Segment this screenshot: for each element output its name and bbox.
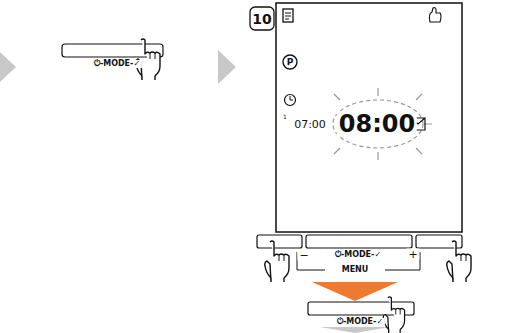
button-label: ⏻-MODE-✓ — [92, 60, 142, 68]
orange-arrow — [312, 282, 398, 301]
button-sign: + — [406, 249, 419, 260]
display-icon: P — [287, 58, 294, 67]
display — [276, 3, 462, 232]
step-box — [250, 7, 274, 30]
chevron — [218, 50, 236, 84]
callout-number: 10 — [252, 12, 271, 26]
display-time: 07:00 — [294, 119, 326, 130]
display-digit: 1 — [283, 114, 287, 120]
chevron — [0, 52, 16, 82]
display-time: 08:00 — [337, 112, 417, 136]
chevron — [320, 327, 390, 333]
button-label: ⏻-MODE-✓ — [335, 318, 385, 326]
button-sign: − — [297, 250, 310, 261]
menu-label: MENU — [340, 266, 371, 274]
button-label: ⏻-MODE-✓ — [333, 251, 383, 259]
